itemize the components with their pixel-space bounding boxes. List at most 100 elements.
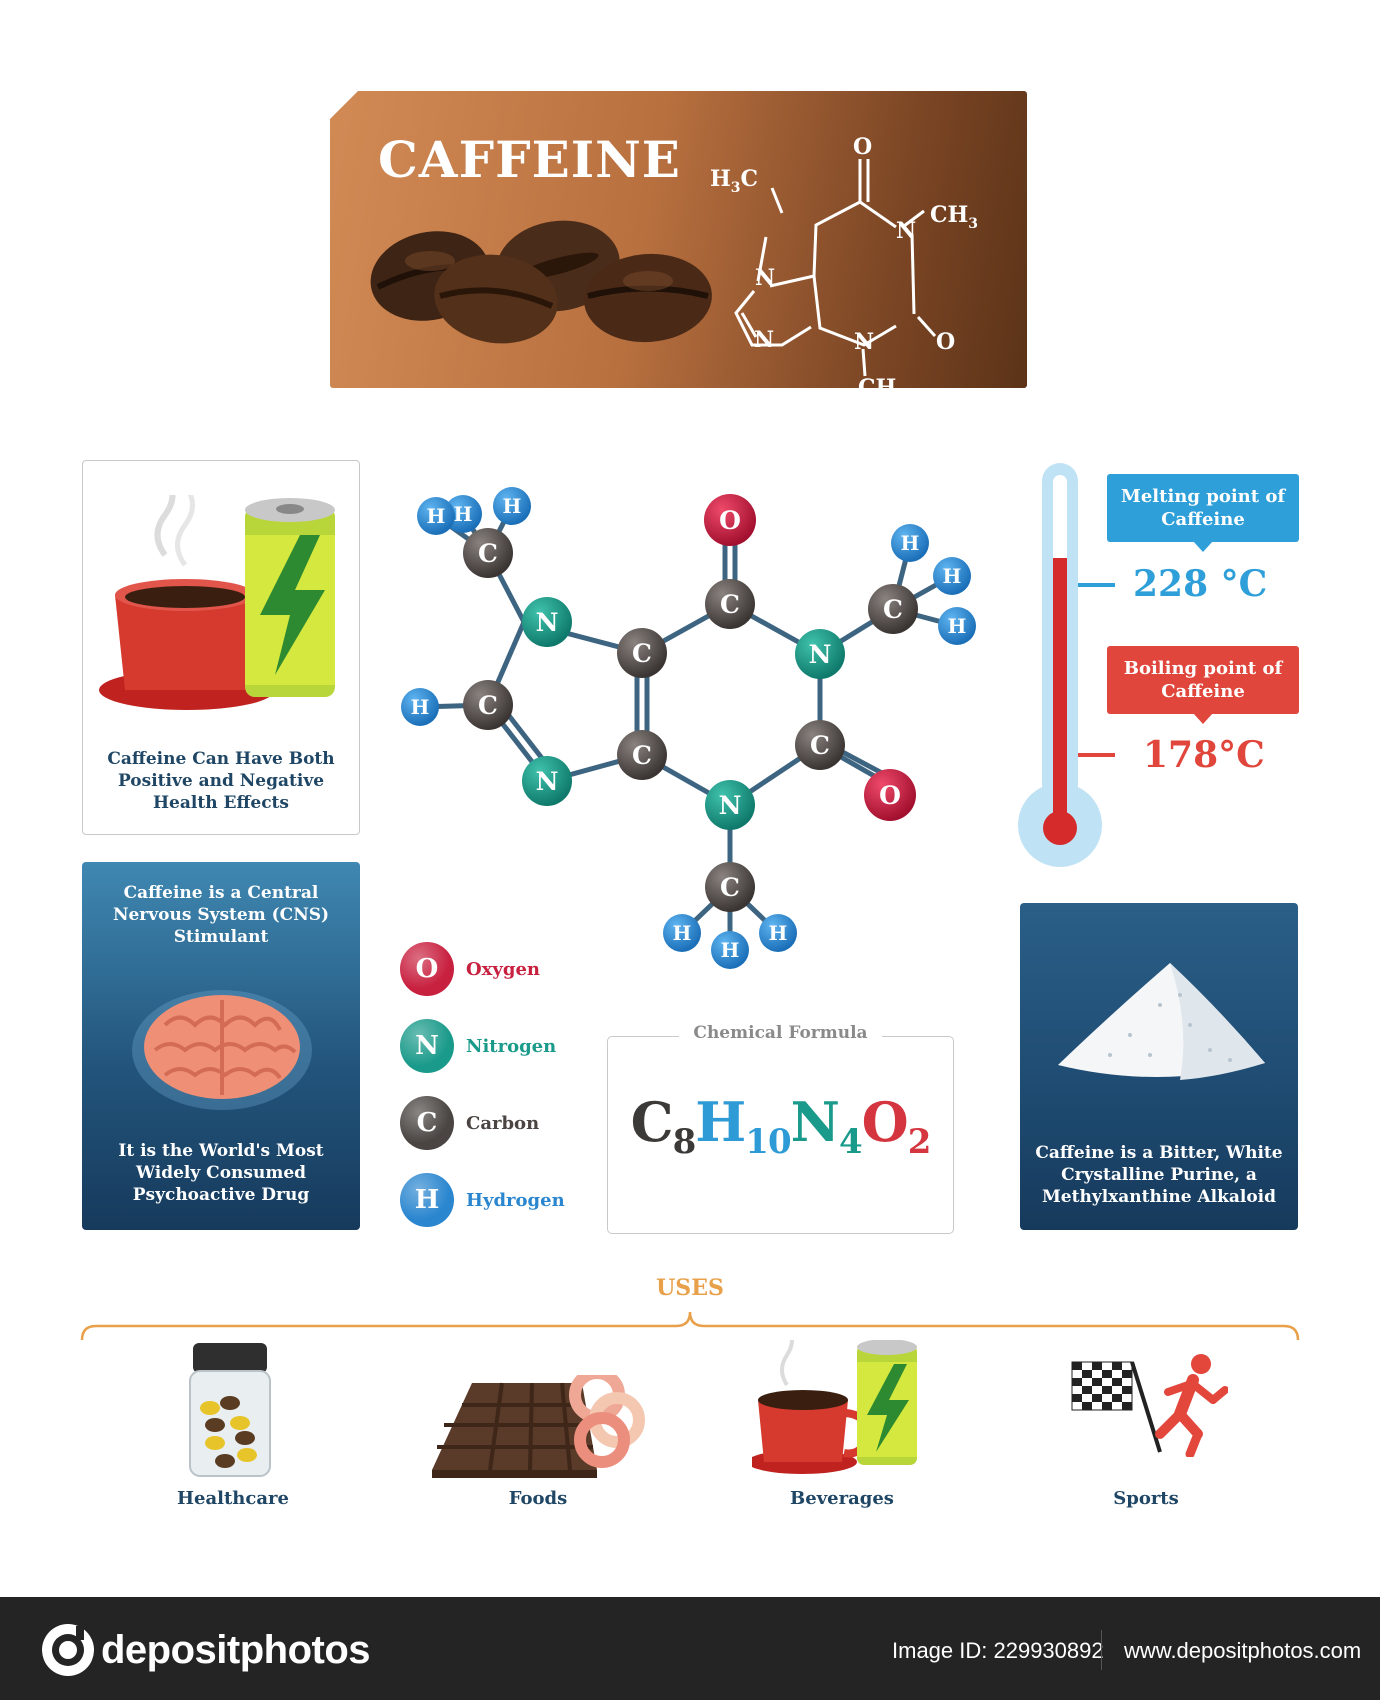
svg-text:C: C (720, 590, 740, 619)
uses-title: USES (656, 1275, 724, 1301)
formula-subscript: 4 (838, 1122, 863, 1162)
svg-text:N: N (755, 265, 775, 291)
nitrogen-atom: N (522, 597, 572, 647)
cns-caption-top: Caffeine is a Central Nervous System (CN… (112, 883, 330, 947)
banner-art: H3C N O N CH3 O N N CH3 (370, 134, 978, 388)
skeletal-labels: H3C N O N CH3 O N N CH3 (710, 134, 978, 388)
svg-text:O: O (719, 506, 741, 535)
svg-text:N: N (896, 218, 916, 244)
svg-text:C: C (632, 741, 652, 770)
svg-text:H: H (901, 531, 920, 555)
pill-bottle-icon (189, 1343, 271, 1477)
thermometer-icon (1018, 463, 1115, 867)
formula-element: N (790, 1090, 840, 1154)
svg-text:CH3: CH3 (930, 202, 978, 232)
nitrogen-atom: N (795, 629, 845, 679)
oxygen-atom: O (704, 494, 756, 546)
hydrogen-atom: H (417, 497, 455, 535)
coffee-and-energy-drink-icon (99, 495, 335, 710)
melting-point-value: 228 °C (1133, 563, 1268, 605)
coffee-beans-icon (370, 220, 712, 344)
formula-subscript: 2 (907, 1122, 932, 1162)
svg-text:H: H (427, 504, 446, 528)
legend-item-oxygen: O Oxygen (400, 942, 540, 996)
svg-text:H: H (943, 564, 962, 588)
carbon-atom-icon: C (400, 1096, 454, 1150)
hydrogen-atom: H (933, 557, 971, 595)
svg-text:C: C (883, 595, 903, 624)
boiling-pointer (1193, 713, 1213, 724)
svg-text:C: C (478, 691, 498, 720)
footer-divider (1101, 1630, 1102, 1670)
hydrogen-atom: H (401, 688, 439, 726)
brain-icon (132, 990, 312, 1110)
oxygen-atom: O (864, 769, 916, 821)
footer-bar (0, 1597, 1380, 1700)
sports-flag-runner-icon (1071, 1354, 1228, 1457)
svg-text:N: N (536, 608, 559, 637)
legend-item-hydrogen: H Hydrogen (400, 1173, 565, 1227)
formula-subscript: 8 (672, 1122, 697, 1162)
formula-element: H (695, 1090, 746, 1154)
use-label-sports: Sports (1113, 1488, 1179, 1509)
svg-text:C: C (720, 873, 740, 902)
hydrogen-atom: H (891, 524, 929, 562)
white-powder-pile-icon (1058, 963, 1265, 1080)
svg-text:H: H (948, 614, 967, 638)
boiling-point-value: 178°C (1143, 734, 1265, 776)
svg-text:O: O (853, 134, 872, 160)
ball-and-stick-molecule: H H H H H H H H H H C C C C C C C C N N … (401, 487, 976, 969)
cns-caption-bottom: It is the World's Most Widely Consumed P… (118, 1141, 324, 1205)
formula-subscript: 10 (745, 1122, 791, 1162)
boiling-point-label: Boiling point of Caffeine (1107, 646, 1299, 714)
carbon-atom: C (868, 584, 918, 634)
carbon-atom: C (463, 528, 513, 578)
hydrogen-atom: H (759, 914, 797, 952)
health-effects-caption: Caffeine Can Have Both Positive and Nega… (107, 749, 335, 813)
use-label-beverages: Beverages (790, 1488, 894, 1509)
oxygen-atom-icon: O (400, 942, 454, 996)
formula-element: C (630, 1090, 674, 1154)
svg-text:H3C: H3C (710, 166, 758, 196)
svg-text:H: H (454, 502, 473, 526)
use-label-healthcare: Healthcare (177, 1488, 289, 1509)
image-id: Image ID: 229930892 (892, 1638, 1104, 1663)
formula-element: O (861, 1090, 909, 1154)
skeletal-formula (734, 159, 937, 377)
carbon-atom: C (617, 730, 667, 780)
site-url[interactable]: www.depositphotos.com (1124, 1638, 1362, 1663)
svg-text:H: H (673, 921, 692, 945)
svg-text:O: O (879, 781, 901, 810)
hydrogen-atom-icon: H (400, 1173, 454, 1227)
nitrogen-atom: N (705, 780, 755, 830)
hydrogen-atom: H (493, 487, 531, 525)
crystalline-caption: Caffeine is a Bitter, White Crystalline … (1035, 1143, 1283, 1207)
legend-label: Nitrogen (466, 1035, 557, 1057)
page-title: CAFFEINE (378, 130, 681, 189)
svg-text:O: O (936, 329, 955, 355)
hydrogen-atom: H (663, 914, 701, 952)
legend-label: Carbon (466, 1112, 540, 1134)
nitrogen-atom: N (522, 756, 572, 806)
chocolate-and-donuts-icon (432, 1375, 645, 1478)
coffee-and-energy-drink-icon (752, 1340, 917, 1474)
svg-text:N: N (854, 329, 874, 355)
legend-label: Oxygen (466, 958, 540, 980)
uses-brace (80, 1311, 1300, 1341)
carbon-atom: C (705, 862, 755, 912)
svg-text:C: C (632, 639, 652, 668)
svg-text:N: N (536, 767, 559, 796)
svg-text:C: C (478, 539, 498, 568)
melting-point-label: Melting point of Caffeine (1107, 474, 1299, 542)
chemical-formula-title: Chemical Formula (607, 1023, 954, 1043)
legend-item-carbon: C Carbon (400, 1096, 539, 1150)
chemical-formula: C8H10N4O2 (607, 1090, 954, 1162)
svg-text:H: H (721, 938, 740, 962)
legend-label: Hydrogen (466, 1189, 565, 1211)
hydrogen-atom: H (938, 607, 976, 645)
svg-text:N: N (754, 327, 774, 353)
svg-text:H: H (769, 921, 788, 945)
melting-pointer (1193, 541, 1213, 552)
use-label-foods: Foods (508, 1488, 568, 1509)
